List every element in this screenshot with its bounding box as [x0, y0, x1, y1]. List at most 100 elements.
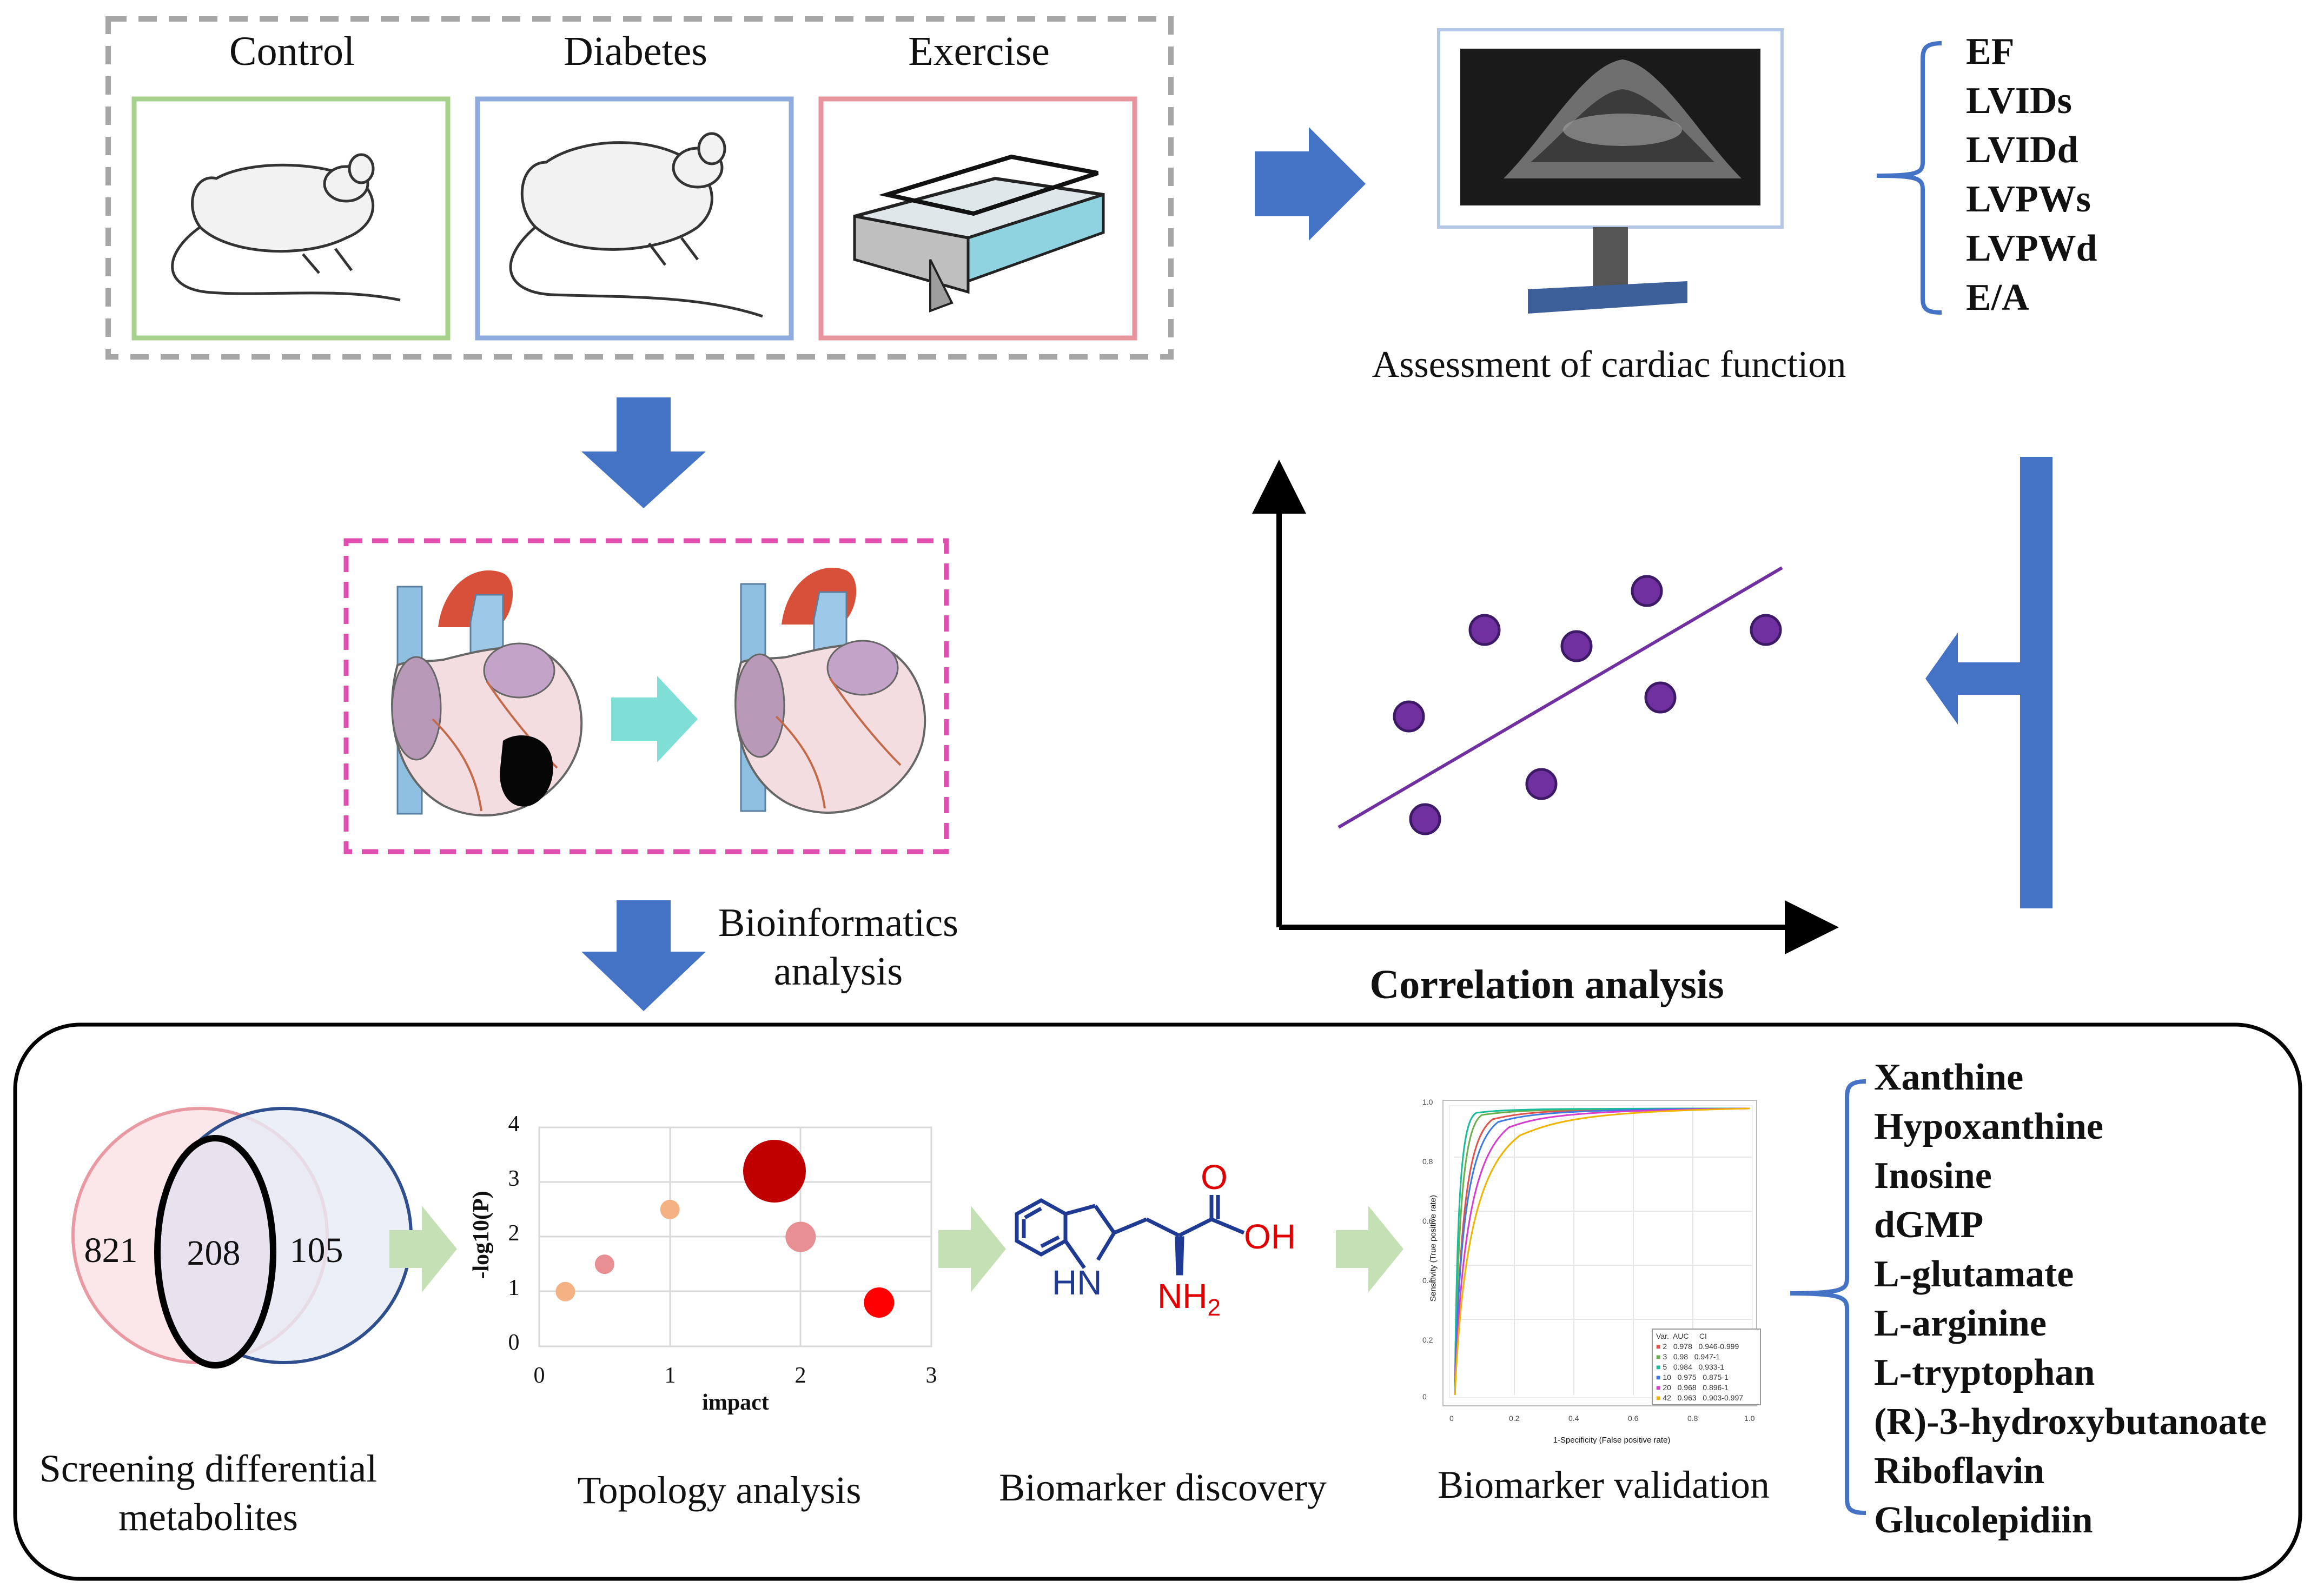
arrow-down-icon [581, 397, 706, 508]
heart-icon [734, 567, 926, 814]
topology-y-tick-2: 2 [508, 1221, 520, 1246]
arrow-left-icon [1925, 633, 2020, 725]
roc-x-label: 1-Specificity (False positive rate) [1553, 1436, 1671, 1445]
metabolite-item: Glucolepidiin [1874, 1499, 2093, 1541]
topology-point-5 [864, 1287, 895, 1318]
topology-y-tick-0: 0 [508, 1330, 520, 1355]
feedback-bar [2020, 457, 2052, 908]
metabolite-item: L-glutamate [1874, 1253, 2074, 1295]
metabolite-item: Inosine [1874, 1155, 1992, 1197]
molecule-hn: HN [1052, 1263, 1102, 1303]
venn-left-count: 821 [84, 1231, 138, 1270]
cardiac-caption: Assessment of cardiac function [1372, 344, 1846, 386]
roc-legend-swatch: ■ [1656, 1352, 1663, 1361]
scatter-point [1409, 803, 1441, 835]
topology-x-tick-2: 2 [794, 1363, 806, 1388]
topology-point-0 [555, 1281, 575, 1301]
heart-icon [391, 570, 583, 816]
trend-line [1338, 566, 1783, 829]
roc-legend-text: 3 0.98 0.947-1 [1663, 1352, 1720, 1361]
arrow-right-icon [1336, 1206, 1403, 1292]
topology-point-3 [743, 1140, 806, 1203]
arrow-right-icon [389, 1206, 457, 1292]
roc-legend-rows: ■ 2 0.978 0.946-0.999■ 3 0.98 0.947-1■ 5… [1656, 1341, 1743, 1403]
roc-tick: 0.6 [1628, 1414, 1639, 1423]
arrow-right-icon [611, 676, 698, 762]
param-lvids: LVIDs [1966, 80, 2072, 122]
roc-tick: 0 [1449, 1414, 1454, 1423]
scatter-point [1750, 614, 1782, 646]
correlation-caption: Correlation analysis [1369, 962, 1724, 1007]
metabolite-item: Xanthine [1874, 1057, 2024, 1098]
roc-legend-text: 42 0.963 0.903-0.997 [1663, 1393, 1744, 1402]
discovery-caption: Biomarker discovery [999, 1466, 1327, 1509]
venn-right-count: 105 [289, 1231, 343, 1270]
bioinformatics-line1: Bioinformatics [718, 901, 958, 945]
metabolite-item: dGMP [1874, 1204, 1984, 1246]
param-ea: E/A [1966, 277, 2029, 318]
bioinformatics-line2: analysis [773, 949, 903, 994]
bracket-icon [1790, 1079, 1866, 1515]
roc-legend-text: 2 0.978 0.946-0.999 [1663, 1342, 1739, 1351]
topology-point-2 [660, 1199, 680, 1219]
validation-caption: Biomarker validation [1438, 1463, 1770, 1506]
param-lvidd: LVIDd [1966, 129, 2078, 171]
mouse-icon [171, 153, 401, 302]
metabolite-item: (R)-3-hydroxybutanoate [1874, 1401, 2267, 1443]
roc-legend-swatch: ■ [1656, 1342, 1663, 1351]
molecule-nh2: NH2 [1157, 1276, 1221, 1321]
heart-frame [343, 538, 949, 854]
molecule-nh-text: NH [1157, 1277, 1208, 1316]
roc-tick: 1.0 [1422, 1098, 1433, 1106]
venn-caption-line2: metabolites [118, 1496, 298, 1539]
param-lvpws: LVPWs [1966, 178, 2091, 220]
roc-tick: 0.2 [1422, 1336, 1433, 1344]
scatter-point [1631, 575, 1663, 607]
topology-point-4 [785, 1221, 816, 1252]
roc-legend-text: 5 0.984 0.933-1 [1663, 1363, 1724, 1371]
topology-caption: Topology analysis [577, 1469, 862, 1512]
roc-legend-row: ■ 3 0.98 0.947-1 [1656, 1352, 1743, 1362]
scatter-point [1560, 630, 1593, 662]
param-lvpwd: LVPWd [1966, 228, 2097, 269]
metabolite-item: Hypoxanthine [1874, 1106, 2103, 1147]
roc-legend: Var. AUC CI ■ 2 0.978 0.946-0.999■ 3 0.9… [1656, 1331, 1743, 1403]
venn-overlap-count: 208 [187, 1233, 241, 1273]
bracket-icon [1876, 41, 1942, 315]
roc-y-label: Sensitivity (True positive rate) [1428, 1195, 1438, 1302]
topology-y-tick-1: 1 [508, 1276, 520, 1300]
treadmill-icon [853, 154, 1105, 313]
tryptophan-structure [1015, 1195, 1245, 1276]
topology-y-label: -log10(P) [469, 1191, 494, 1279]
molecule-nh-subscript: 2 [1207, 1294, 1221, 1321]
roc-tick: 1.0 [1744, 1414, 1755, 1423]
bottom-panel [13, 1022, 2302, 1581]
roc-tick: 0.4 [1422, 1276, 1433, 1285]
roc-legend-row: ■ 5 0.984 0.933-1 [1656, 1362, 1743, 1372]
roc-legend-header: Var. AUC CI [1656, 1332, 1707, 1340]
roc-tick: 0.2 [1509, 1414, 1520, 1423]
roc-chart [1442, 1100, 1761, 1406]
roc-legend-row: ■ 42 0.963 0.903-0.997 [1656, 1393, 1743, 1403]
topology-x-tick-0: 0 [533, 1363, 545, 1388]
exercise-label: Exercise [908, 29, 1050, 74]
metabolite-item: L-tryptophan [1874, 1352, 2095, 1393]
roc-legend-swatch: ■ [1656, 1363, 1663, 1371]
molecule-o: O [1201, 1158, 1228, 1197]
metabolite-item: L-arginine [1874, 1303, 2047, 1344]
scatter-point [1393, 700, 1425, 733]
topology-y-tick-4: 4 [508, 1112, 520, 1137]
topology-points [555, 1140, 895, 1318]
roc-tick: 0 [1422, 1392, 1427, 1401]
topology-x-tick-3: 3 [925, 1363, 937, 1388]
mouse-icon [509, 132, 763, 318]
roc-tick: 0.4 [1568, 1414, 1579, 1423]
roc-legend-swatch: ■ [1656, 1393, 1663, 1402]
roc-legend-row: ■ 20 0.968 0.896-1 [1656, 1383, 1743, 1393]
roc-legend-row: ■ 10 0.975 0.875-1 [1656, 1372, 1743, 1383]
venn-caption-line1: Screening differential [39, 1447, 378, 1490]
roc-legend-text: 20 0.968 0.896-1 [1663, 1383, 1729, 1392]
scatter-point [1468, 614, 1501, 646]
molecule-hn-text: HN [1052, 1263, 1102, 1302]
topology-point-1 [594, 1254, 614, 1274]
